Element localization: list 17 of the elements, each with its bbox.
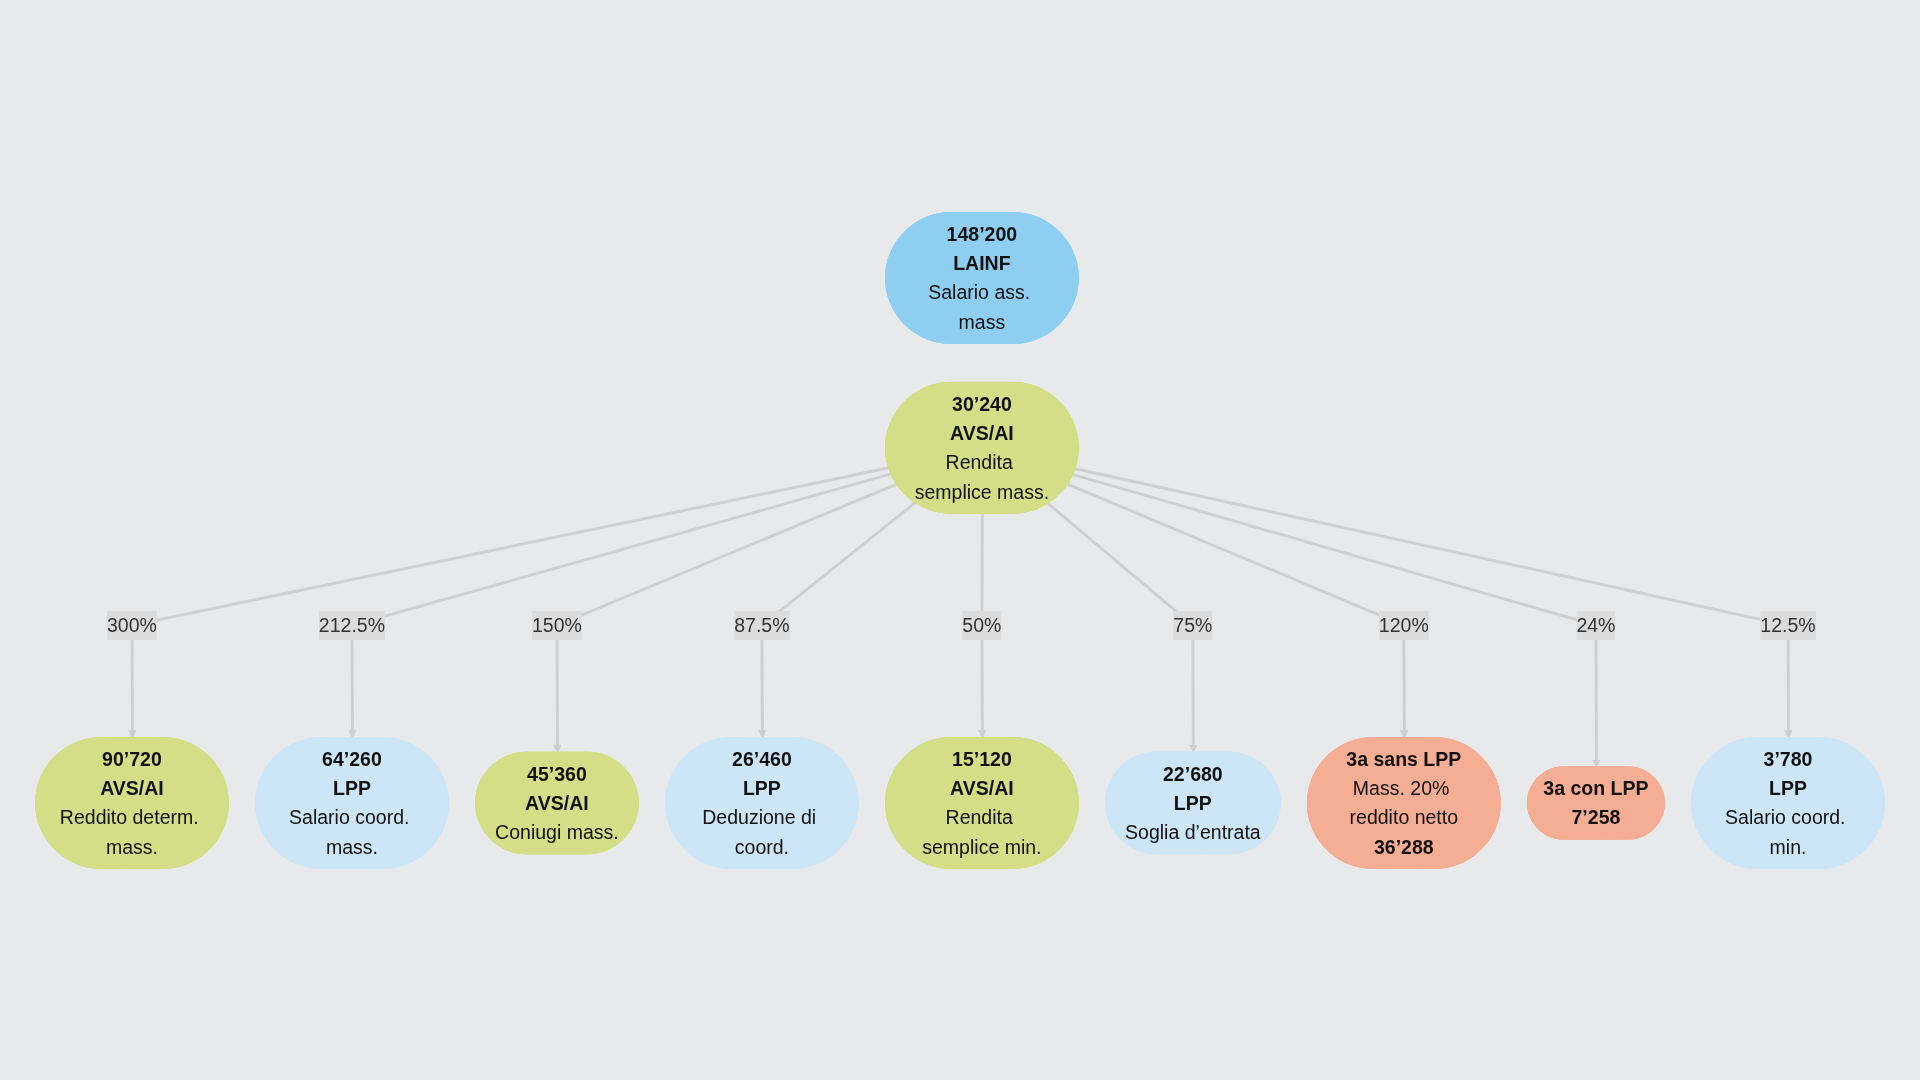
arrow	[348, 472, 892, 738]
edge-label: 50%	[962, 614, 1002, 636]
arrow	[758, 500, 916, 738]
arrow	[1075, 466, 1793, 738]
arrow	[1047, 502, 1198, 753]
edge-label: 212.5%	[318, 614, 386, 636]
arrow	[553, 482, 898, 753]
edge-label: 87.5%	[734, 614, 790, 636]
arrow	[1072, 472, 1601, 768]
edge-label: 150%	[531, 614, 582, 636]
edge-label: 24%	[1576, 614, 1616, 636]
edge-label: 300%	[107, 614, 157, 636]
edge-label: 12.5%	[1760, 614, 1816, 636]
arrow	[1067, 482, 1409, 738]
edge-label: 120%	[1378, 614, 1429, 636]
edge-label: 75%	[1173, 614, 1213, 636]
arrow	[128, 465, 890, 738]
